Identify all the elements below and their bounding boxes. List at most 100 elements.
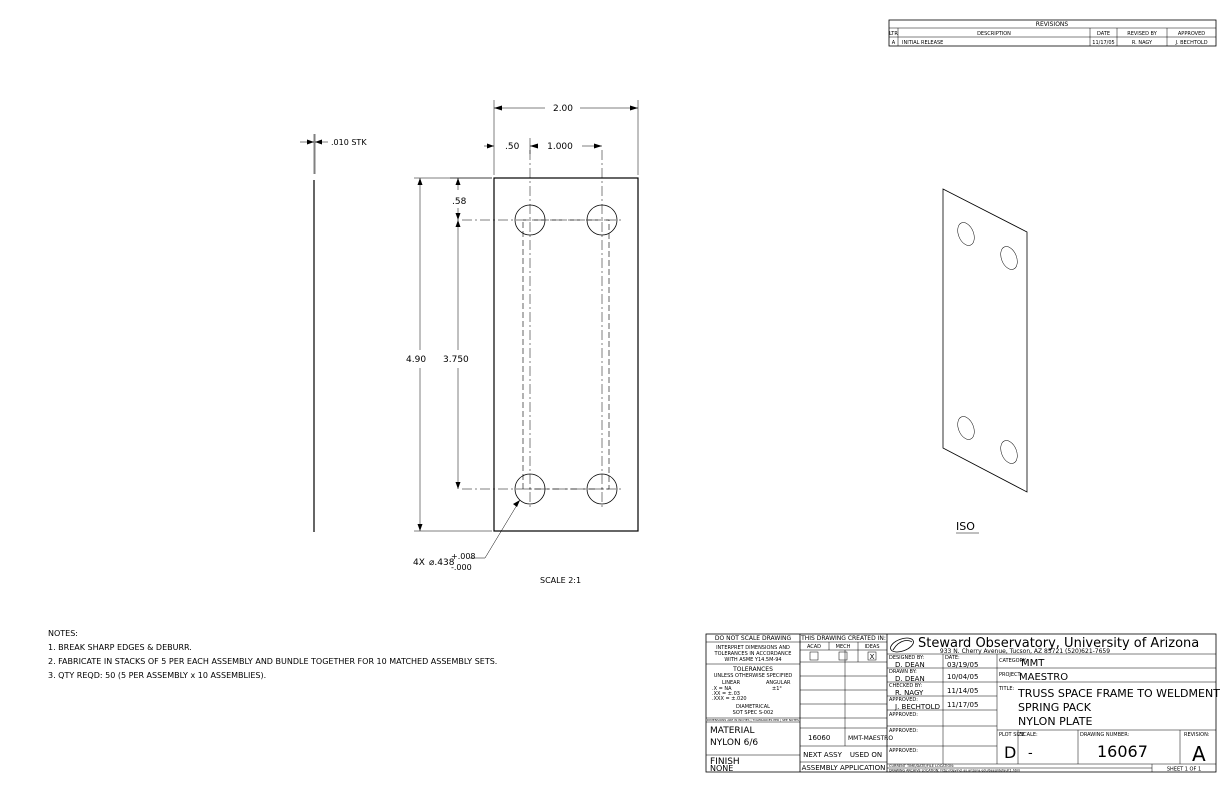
- drawing-number-label: DRAWING NUMBER:: [1080, 732, 1130, 738]
- note-2: 2. FABRICATE IN STACKS OF 5 PER EACH ASS…: [48, 657, 497, 666]
- checkbox-ideas: [867, 651, 877, 661]
- top-offset-dim: .58: [452, 197, 467, 207]
- used-on-label: USED ON: [850, 751, 882, 759]
- approved-date: 11/17/05: [947, 701, 978, 709]
- revisions-header: REVISIONS: [1036, 21, 1069, 28]
- diametrical-spec: SOT SPEC S-002: [733, 710, 774, 716]
- observatory-logo: [890, 637, 914, 653]
- finish-label: FINISH: [710, 757, 740, 767]
- rev-col-approved: APPROVED: [1178, 31, 1205, 37]
- title-line-2: SPRING PACK: [1018, 701, 1092, 714]
- approved-label-4: APPROVED:: [889, 748, 918, 754]
- date-label: DATE:: [945, 655, 960, 661]
- approved-label-3: APPROVED:: [889, 728, 918, 734]
- rev-col-description: DESCRIPTION: [977, 31, 1011, 37]
- project-value: MAESTRO: [1019, 672, 1068, 683]
- tolerances-sub: UNLESS OTHERWISE SPECIFIED: [714, 673, 793, 679]
- rev-row-revised-by: R. NAGY: [1132, 40, 1153, 46]
- used-on-name: MMT-MAESTRO: [848, 735, 893, 742]
- side-view: .010 STK: [300, 134, 367, 532]
- sheet-number: SHEET 1 OF 1: [1167, 767, 1201, 773]
- material-label: MATERIAL: [710, 726, 755, 736]
- vertical-spacing-dim: 3.750: [443, 355, 469, 365]
- approved-label: APPROVED:: [889, 697, 918, 703]
- drawn-label: DRAWN BY:: [889, 669, 917, 675]
- tol-angular: ANGULAR: [766, 680, 791, 686]
- fine-print: DIMENSIONS ARE IN INCHES | TOLERANCES PE…: [707, 718, 799, 722]
- category-value: MMT: [1021, 658, 1045, 669]
- interp-line-1: INTERPRET DIMENSIONS AND: [716, 645, 790, 651]
- checkbox-acad: [809, 651, 819, 661]
- designed-label: DESIGNED BY:: [889, 655, 924, 661]
- drawn-date: 10/04/05: [947, 673, 978, 681]
- hole-tol-minus: -.000: [451, 563, 472, 572]
- rev-row-description: INITIAL RELEASE: [902, 40, 943, 46]
- width-dim: 2.00: [553, 104, 573, 114]
- rev-col-revised-by: REVISED BY: [1127, 31, 1157, 37]
- rev-col-date: DATE: [1097, 31, 1110, 37]
- title-label: TITLE:: [998, 686, 1015, 692]
- approved-label-2: APPROVED:: [889, 712, 918, 718]
- interp-line-2: TOLERANCES IN ACCORDANCE: [714, 651, 792, 657]
- title-line-3: NYLON PLATE: [1018, 715, 1092, 728]
- view-scale: SCALE 2:1: [540, 576, 581, 585]
- height-dim: 4.90: [406, 355, 426, 365]
- iso-view: ISO: [942, 188, 1028, 534]
- checked-date: 11/14/05: [947, 687, 978, 695]
- do-not-scale: DO NOT SCALE DRAWING: [715, 635, 792, 642]
- category-label: CATEGORY:: [999, 658, 1027, 664]
- hole-note-diameter: ⌀.438: [429, 558, 455, 568]
- diametrical: DIAMETRICAL: [736, 704, 770, 710]
- hole-tol-plus: +.008: [451, 552, 476, 561]
- cad-opt-acad: ACAD: [807, 644, 821, 650]
- hole-spacing-dim: 1.000: [547, 142, 573, 152]
- approved-by: J. BECHTOLD: [894, 703, 940, 711]
- edge-offset-dim: .50: [505, 142, 520, 152]
- interp-line-3: WITH ASME Y14.5M-94: [724, 657, 781, 663]
- assembly-application: ASSEMBLY APPLICATION: [802, 764, 886, 772]
- rev-row-approved: J. BECHTOLD: [1174, 40, 1207, 46]
- scale-label: SCALE:: [1020, 732, 1038, 738]
- tol-angular-value: ±1°: [772, 686, 782, 692]
- drawing-number: 16067: [1097, 742, 1148, 761]
- material-value: NYLON 6/6: [710, 738, 758, 748]
- cad-opt-mech: MECH: [836, 644, 851, 650]
- current-time-label: CURRENT TIME/DATE/FILE LOCATION:: [889, 764, 954, 768]
- tol-l3: .XXX = ±.020: [712, 696, 747, 702]
- organization-address: 933 N. Cherry Avenue, Tucson, AZ 85721 (…: [940, 648, 1110, 655]
- designed-date: 03/19/05: [947, 661, 978, 669]
- next-assy-label: NEXT ASSY: [803, 751, 843, 759]
- note-3: 3. QTY REQD: 50 (5 PER ASSEMBLY x 10 ASS…: [48, 671, 266, 680]
- hole-note-prefix: 4X: [413, 558, 425, 568]
- stock-thickness-dim: .010 STK: [331, 138, 367, 147]
- iso-label: ISO: [956, 520, 975, 533]
- checked-label: CHECKED BY:: [889, 683, 922, 689]
- cad-opt-ideas: IDEAS: [864, 644, 879, 650]
- plot-size-label: PLOT SIZE: [999, 732, 1024, 738]
- checkbox-ideas-mark: X: [870, 653, 875, 661]
- rev-row-ltr: A: [892, 40, 896, 46]
- drawn-by: D. DEAN: [895, 675, 925, 683]
- notes-title: NOTES:: [48, 629, 78, 638]
- checkbox-mech: [838, 651, 848, 661]
- tol-linear: LINEAR: [722, 680, 741, 686]
- revision-value: A: [1192, 742, 1206, 766]
- finish-value: NONE: [710, 764, 733, 773]
- project-label: PROJECT:: [999, 672, 1022, 678]
- notes: NOTES: 1. BREAK SHARP EDGES & DEBURR. 2.…: [48, 629, 497, 680]
- plot-size-value: D: [1004, 743, 1016, 762]
- title-block: DO NOT SCALE DRAWING INTERPRET DIMENSION…: [705, 633, 1220, 773]
- checked-by: R. NAGY: [895, 689, 924, 697]
- created-in-label: THIS DRAWING CREATED IN:: [800, 635, 886, 642]
- scale-value: -: [1028, 746, 1033, 761]
- revision-label: REVISION:: [1184, 732, 1210, 738]
- rev-row-date: 11/17/05: [1092, 40, 1114, 46]
- tol-l2: .XX = ±.03: [712, 691, 740, 697]
- title-line-1: TRUSS SPACE FRAME TO WELDMENT: [1017, 687, 1220, 700]
- revisions-table: REVISIONS LTR DESCRIPTION DATE REVISED B…: [888, 19, 1217, 47]
- note-1: 1. BREAK SHARP EDGES & DEBURR.: [48, 643, 192, 652]
- organization-name: Steward Observatory, University of Arizo…: [918, 636, 1199, 651]
- front-view: 2.00 .50 1.000 .58 3.750 4.90: [406, 100, 639, 585]
- next-assy-number: 16060: [808, 734, 830, 742]
